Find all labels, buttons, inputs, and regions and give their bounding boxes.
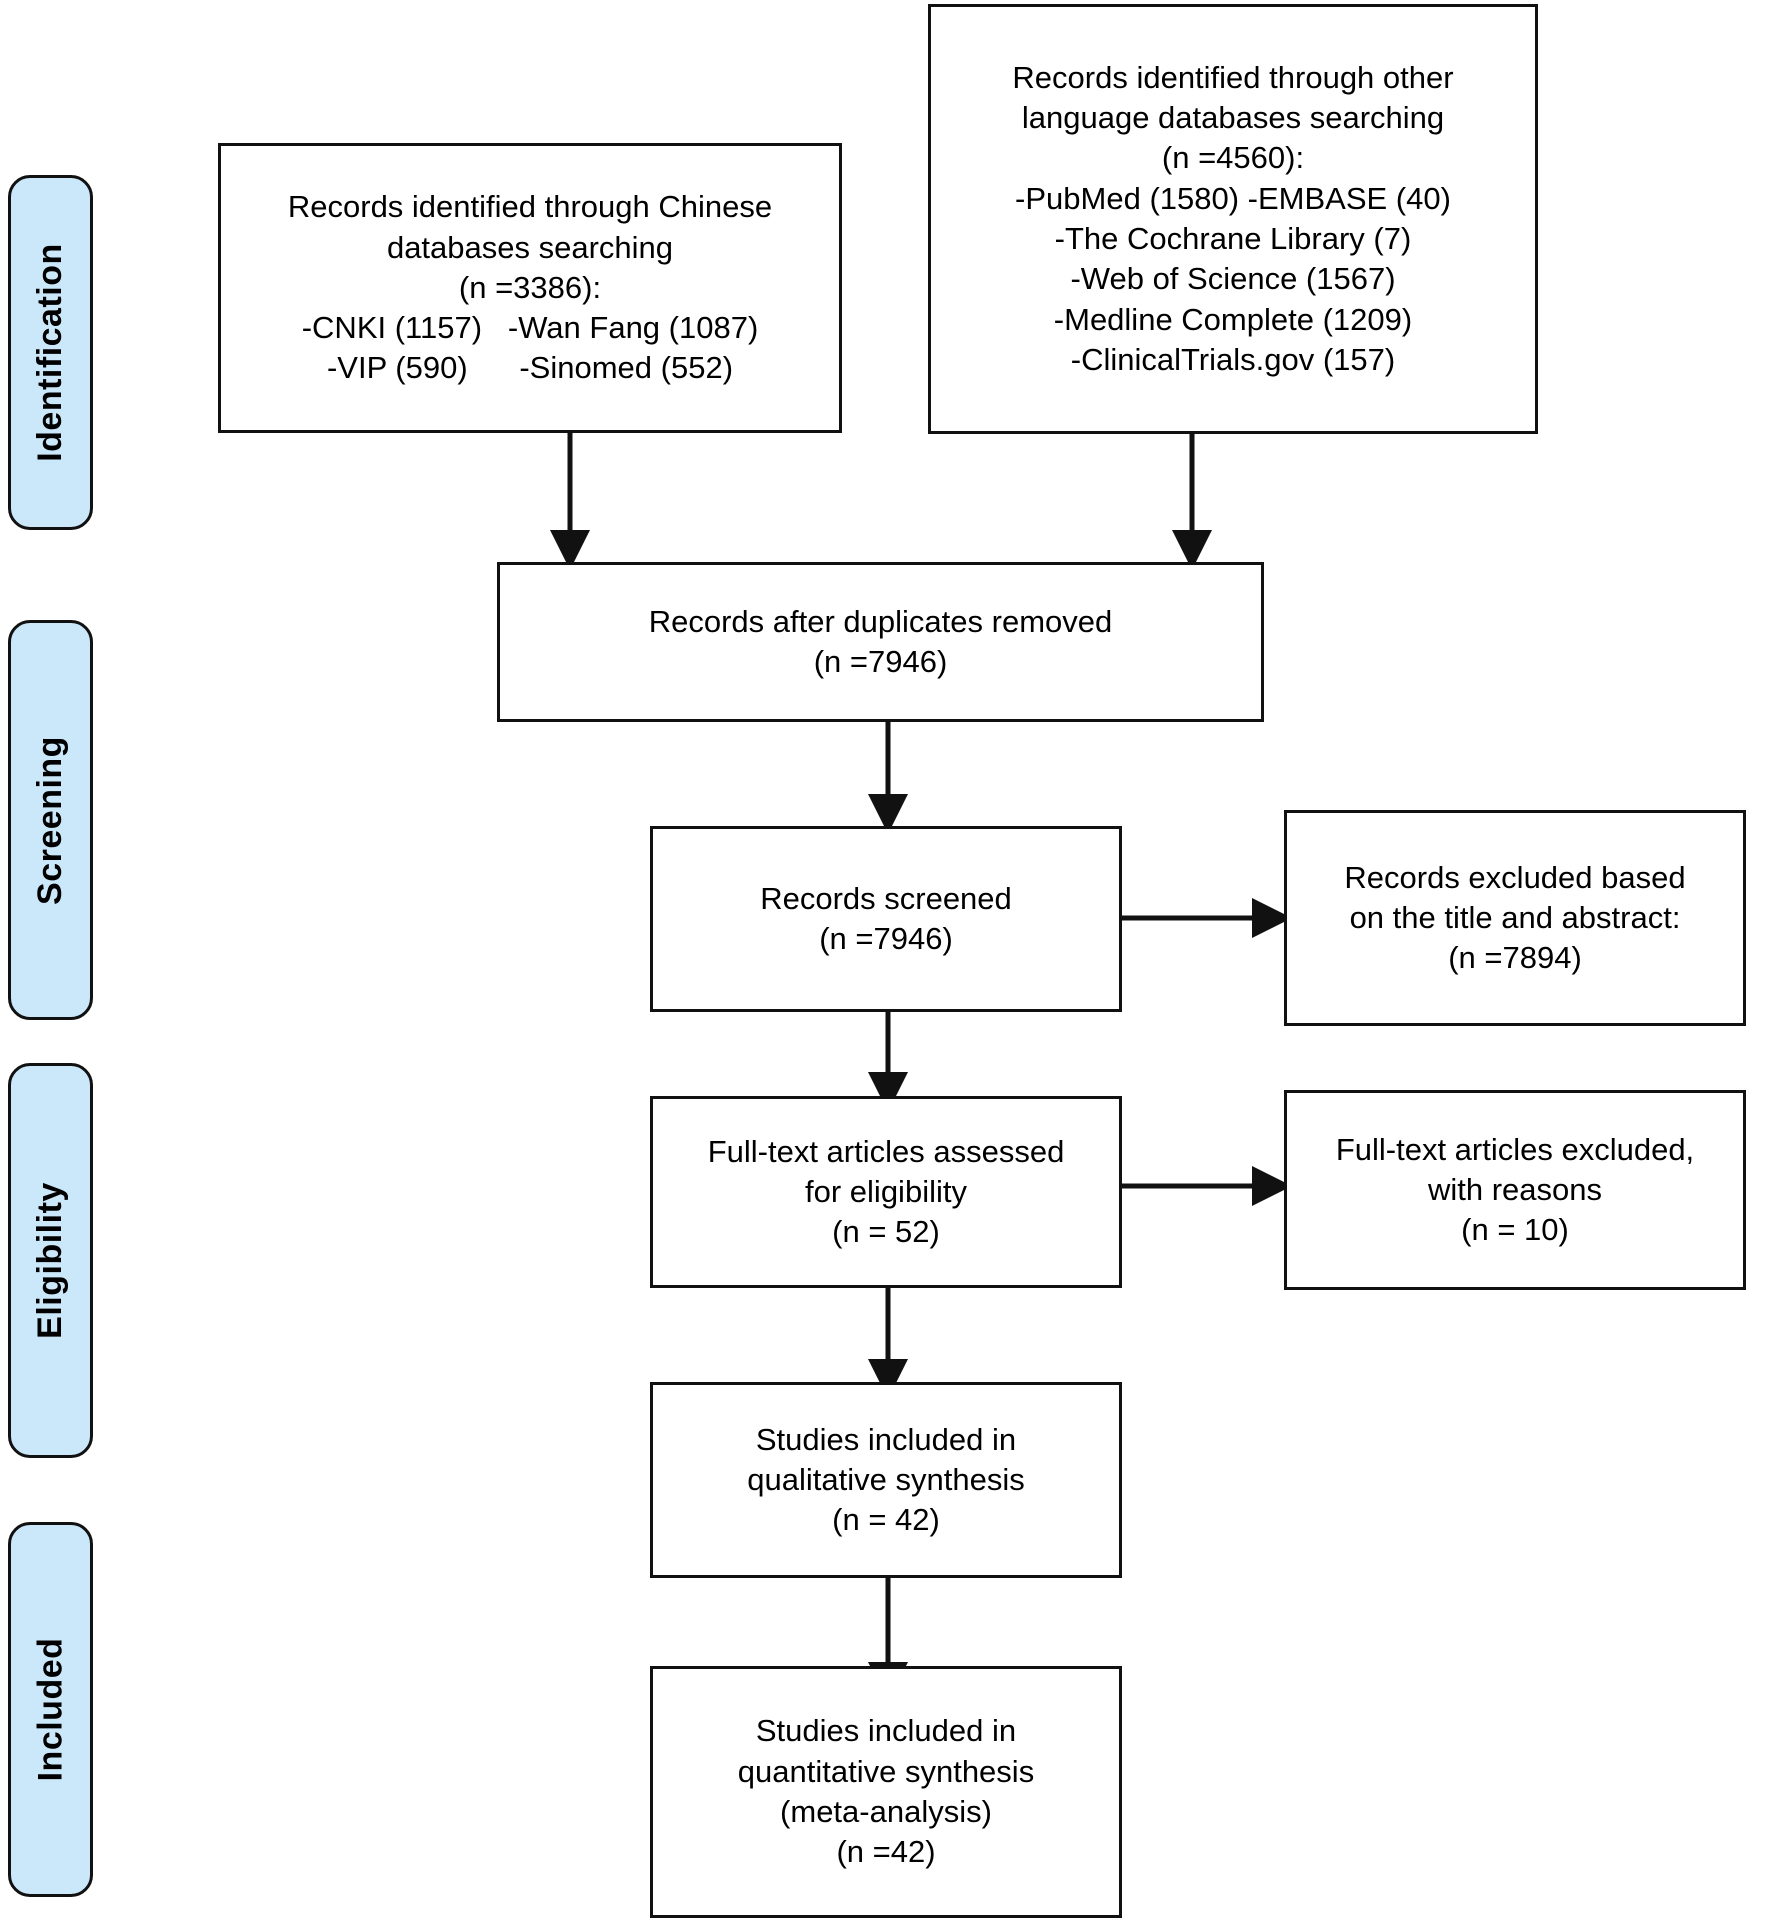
box-qualitative-synthesis: Studies included in qualitative synthesi… xyxy=(650,1382,1122,1578)
box-fulltext-excluded: Full-text articles excluded, with reason… xyxy=(1284,1090,1746,1290)
box-other-language-databases-text: Records identified through other languag… xyxy=(931,54,1535,384)
text-line: (n =7946) xyxy=(819,921,953,956)
stage-rail-screening: Screening xyxy=(8,620,93,1020)
text-line: Records after duplicates removed xyxy=(648,603,1113,639)
text-line: (n =4560): xyxy=(1161,140,1305,176)
box-records-excluded: Records excluded based on the title and … xyxy=(1284,810,1746,1026)
text-line: for eligibility xyxy=(805,1173,967,1209)
text-line: Full-text articles excluded, xyxy=(1335,1131,1695,1167)
text-line: Records identified through Chinese xyxy=(287,189,773,225)
box-other-language-databases: Records identified through other languag… xyxy=(928,4,1538,434)
text-line: (n =3386): xyxy=(458,269,602,305)
stage-label-included: Included xyxy=(31,1637,70,1782)
text-line: -The Cochrane Library (7) xyxy=(1054,221,1412,256)
box-chinese-databases-text: Records identified through Chinese datab… xyxy=(221,183,839,392)
text-line: (n = 10) xyxy=(1461,1212,1569,1248)
box-records-screened: Records screened (n =7946) xyxy=(650,826,1122,1012)
text-line: (meta-analysis) xyxy=(780,1794,992,1829)
box-duplicates-removed: Records after duplicates removed (n =794… xyxy=(497,562,1264,722)
box-records-excluded-text: Records excluded based on the title and … xyxy=(1287,854,1743,983)
text-line: -ClinicalTrials.gov (157) xyxy=(1070,341,1396,377)
box-records-screened-text: Records screened (n =7946) xyxy=(653,875,1119,964)
box-quantitative-synthesis: Studies included in quantitative synthes… xyxy=(650,1666,1122,1918)
text-line: qualitative synthesis xyxy=(747,1461,1025,1497)
box-quantitative-synthesis-text: Studies included in quantitative synthes… xyxy=(653,1707,1119,1876)
text-line: (n =7894) xyxy=(1448,940,1582,976)
text-line: -Medline Complete (1209) xyxy=(1053,301,1413,337)
text-line: Records screened xyxy=(760,880,1012,916)
text-line: (n =42) xyxy=(836,1834,936,1870)
stage-label-eligibility: Eligibility xyxy=(31,1182,69,1339)
text-line: language databases searching xyxy=(1021,100,1445,136)
text-line: with reasons xyxy=(1427,1171,1603,1207)
stage-label-identification: Identification xyxy=(31,243,69,462)
box-qualitative-synthesis-text: Studies included in qualitative synthesi… xyxy=(653,1416,1119,1545)
stage-label-screening: Screening xyxy=(31,735,70,905)
text-line: Studies included in xyxy=(755,1421,1017,1457)
text-line: -Web of Science (1567) xyxy=(1070,261,1396,297)
text-line: -CNKI (1157) -Wan Fang (1087) xyxy=(301,310,759,346)
text-line: (n = 42) xyxy=(832,1502,940,1538)
box-fulltext-assessed: Full-text articles assessed for eligibil… xyxy=(650,1096,1122,1288)
text-line: on the title and abstract: xyxy=(1349,899,1681,935)
stage-rail-identification: Identification xyxy=(8,175,93,530)
text-line: Studies included in xyxy=(755,1713,1017,1749)
text-line: (n = 52) xyxy=(832,1214,940,1250)
text-line: Full-text articles assessed xyxy=(707,1133,1065,1169)
stage-rail-included: Included xyxy=(8,1522,93,1897)
text-line: quantitative synthesis xyxy=(737,1753,1035,1789)
stage-rail-eligibility: Eligibility xyxy=(8,1063,93,1458)
text-line: databases searching xyxy=(386,229,674,265)
text-line: -VIP (590) -Sinomed (552) xyxy=(326,350,734,386)
text-line: Records excluded based xyxy=(1344,859,1686,895)
box-fulltext-assessed-text: Full-text articles assessed for eligibil… xyxy=(653,1128,1119,1257)
box-duplicates-removed-text: Records after duplicates removed (n =794… xyxy=(500,598,1261,687)
text-line: -PubMed (1580) -EMBASE (40) xyxy=(1015,180,1451,216)
box-fulltext-excluded-text: Full-text articles excluded, with reason… xyxy=(1287,1126,1743,1255)
text-line: (n =7946) xyxy=(813,644,948,679)
box-chinese-databases: Records identified through Chinese datab… xyxy=(218,143,842,433)
text-line: Records identified through other xyxy=(1012,59,1454,95)
